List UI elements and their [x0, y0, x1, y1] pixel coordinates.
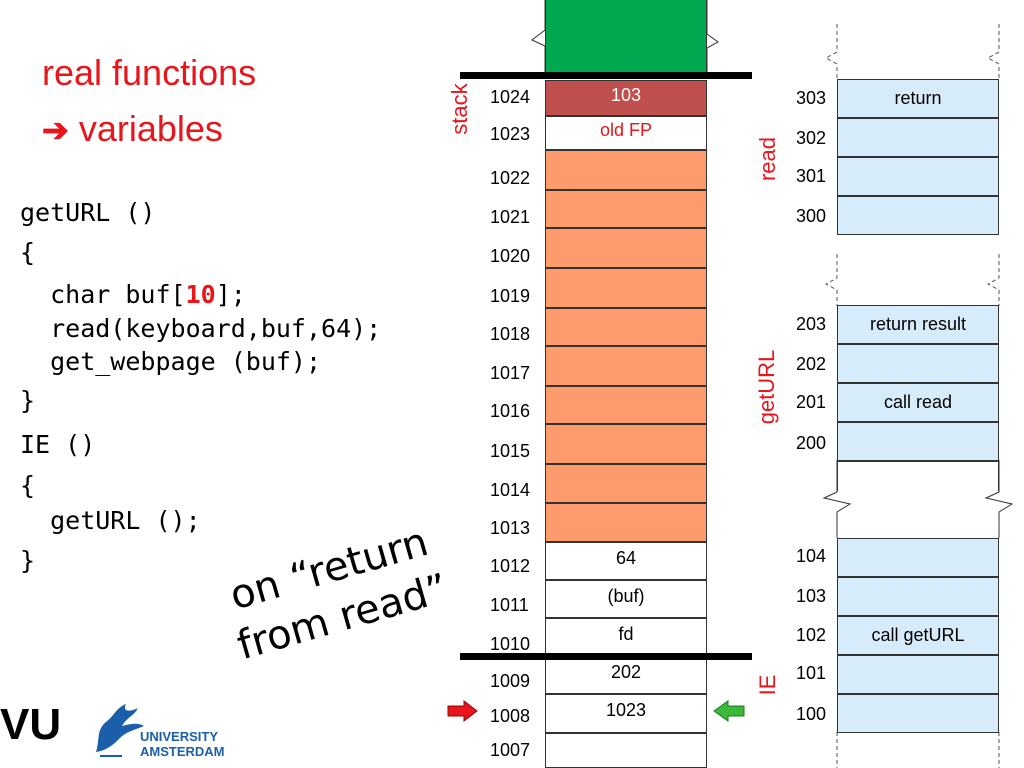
stack-address: 1021: [490, 207, 531, 227]
stack-address: 1018: [490, 324, 531, 344]
stack-cell: [545, 464, 707, 503]
code-address-ie: 101: [796, 663, 827, 683]
stack-address: 1020: [490, 246, 531, 266]
stack-cell: 64: [545, 542, 707, 580]
stack-address: 1013: [490, 518, 531, 538]
code-cell-geturl: return result: [837, 305, 999, 344]
stack-address: 1014: [490, 480, 531, 500]
read-label: read: [755, 136, 780, 182]
stack-label: stack: [447, 83, 472, 135]
code-address-ie: 104: [796, 546, 827, 566]
slide-title-line1: real functions: [42, 52, 257, 93]
code-cell-gap: [837, 461, 999, 491]
stack-cell: old FP: [545, 116, 707, 150]
stack-cell: fd: [545, 618, 707, 656]
stack-address: 1008: [490, 706, 531, 726]
green-pointer-arrow-icon: [713, 700, 745, 722]
code-line-6: }: [20, 386, 36, 415]
university-name-line1: UNIVERSITY: [140, 729, 219, 744]
stack-address: 1007: [490, 740, 531, 760]
stack-address: 1024: [490, 87, 531, 107]
code-address-geturl: 200: [796, 433, 827, 453]
code-address-ie: 103: [796, 586, 827, 606]
stack-cell: 103: [545, 80, 707, 116]
code-cell-ie: call getURL: [837, 616, 999, 655]
stack-cell: [545, 386, 707, 424]
arrow-right-icon: ➔: [42, 112, 69, 148]
code-cell-read: [837, 118, 999, 157]
code-address-ie: 102: [796, 625, 827, 645]
stack-address: 1011: [490, 595, 529, 615]
stack-cell: [545, 308, 707, 346]
griffin-logo-icon: [96, 704, 144, 757]
stack-frame-bottom-bar: [460, 653, 752, 660]
stack-cell: [545, 228, 707, 268]
code-cell-read: [837, 157, 999, 196]
code-address-ie: 100: [796, 704, 827, 724]
stack-cell: [545, 503, 707, 542]
code-cell-ie: [837, 577, 999, 616]
ie-label: IE: [755, 674, 780, 696]
code-cell-ie: [837, 655, 999, 694]
code-line-9: getURL ();: [20, 506, 201, 535]
code-cell-ie: [837, 538, 999, 577]
code-address-geturl: 202: [796, 354, 827, 374]
stack-cell: [545, 190, 707, 228]
code-address-read: 302: [796, 128, 827, 148]
code-buf-size: 10: [185, 280, 216, 309]
stack-address: 1019: [490, 286, 531, 306]
stack-address: 1015: [490, 441, 531, 461]
stack-cell: [545, 733, 707, 768]
red-pointer-arrow-icon: [447, 700, 478, 722]
code-cell-read: [837, 196, 999, 235]
code-cell-read: return: [837, 79, 999, 118]
code-line-3: char buf[10];: [20, 280, 246, 310]
stack-cell: 202: [545, 656, 707, 694]
stack-address: 1017: [490, 363, 531, 383]
code-address-geturl: 201: [796, 392, 827, 412]
slide-title-variables: variables: [78, 108, 223, 149]
stack-cell: (buf): [545, 580, 707, 618]
stack-address: 1016: [490, 401, 531, 421]
stack-cell: 1023: [545, 694, 707, 733]
stack-cell: [545, 150, 707, 190]
stack-frame-top-bar: [460, 72, 752, 79]
stack-cell: [545, 424, 707, 464]
code-line-1: getURL (): [20, 198, 156, 227]
slide-title-line2: ➔ variables: [42, 108, 223, 150]
code-line-5: get_webpage (buf);: [20, 347, 322, 376]
geturl-label: getURL: [754, 349, 779, 425]
code-address-read: 301: [796, 166, 827, 186]
stack-address: 1010: [490, 634, 531, 654]
code-address-read: 303: [796, 88, 827, 108]
code-line-8: {: [20, 471, 36, 500]
stack-address: 1009: [490, 671, 531, 691]
code-line-10: }: [20, 546, 36, 575]
code-address-geturl: 203: [796, 314, 827, 334]
code-cell-geturl: [837, 344, 999, 383]
code-cell-geturl: call read: [837, 383, 999, 422]
stack-address: 1012: [490, 556, 531, 576]
stack-cell: [545, 346, 707, 386]
code-cell-geturl: [837, 422, 999, 461]
stack-address: 1023: [490, 124, 531, 144]
return-annotation: on “return from read”: [218, 515, 454, 671]
vu-logo: VU: [0, 700, 62, 749]
code-line-4: read(keyboard,buf,64);: [20, 314, 382, 343]
university-name-line2: AMSTERDAM: [140, 744, 225, 759]
stack-top-block: [545, 0, 707, 74]
code-char-buf: char buf[: [20, 280, 186, 309]
code-cell-ie: [837, 694, 999, 733]
code-line-2: {: [20, 238, 36, 267]
stack-break-marks: [531, 0, 719, 74]
code-line-7: IE (): [20, 430, 96, 459]
stack-cell: [545, 268, 707, 308]
code-address-read: 300: [796, 206, 827, 226]
code-break-marks: [822, 24, 1014, 768]
stack-address: 1022: [490, 168, 531, 188]
code-buf-close: ];: [215, 280, 246, 309]
